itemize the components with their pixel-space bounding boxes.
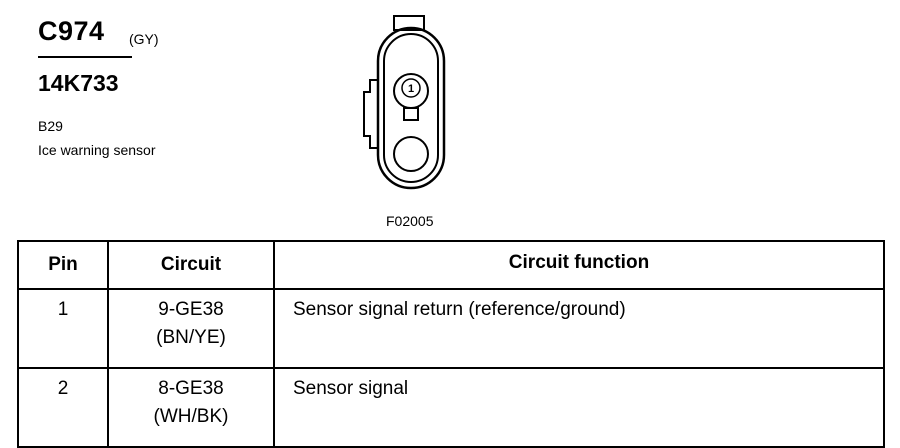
pin-1-label: 1: [408, 83, 414, 95]
connector-drawing: 1: [363, 15, 446, 190]
part-number: 14K733: [38, 70, 119, 96]
header-circuit-function: Circuit function: [273, 240, 885, 290]
pin-number: 2: [17, 367, 109, 448]
connector-side-ribs: [363, 79, 378, 149]
pin-number: 1: [17, 288, 109, 369]
circuit-code: 9-GE38: [158, 299, 224, 320]
pin-table: Pin Circuit Circuit function 1 9-GE38 (B…: [17, 240, 885, 448]
component-id: B29: [38, 118, 63, 134]
circuit-cell: 8-GE38 (WH/BK): [107, 367, 275, 448]
header-circuit: Circuit: [107, 240, 275, 290]
title-rule: [38, 56, 132, 58]
pin-2-cavity: [393, 136, 429, 172]
circuit-cell: 9-GE38 (BN/YE): [107, 288, 275, 369]
component-name: Ice warning sensor: [38, 142, 156, 158]
header-pin: Pin: [17, 240, 109, 290]
circuit-code: 8-GE38: [158, 378, 224, 399]
wire-colors: (WH/BK): [153, 406, 229, 427]
connector-color: (GY): [129, 31, 159, 47]
connector-latch: [393, 15, 425, 31]
table-row: 2 8-GE38 (WH/BK) Sensor signal: [17, 367, 885, 448]
wire-colors: (BN/YE): [156, 327, 226, 348]
table-row: 1 9-GE38 (BN/YE) Sensor signal return (r…: [17, 288, 885, 369]
connector-inner-shell: [383, 33, 439, 183]
connector-outer-shell: [376, 26, 446, 190]
connector-code: C974: [38, 16, 105, 46]
pin-1-terminal: [403, 107, 419, 121]
table-header-row: Pin Circuit Circuit function: [17, 240, 885, 290]
circuit-function: Sensor signal: [273, 367, 885, 448]
pin-1-label-ring: [401, 78, 421, 98]
figure-code: F02005: [386, 213, 434, 229]
circuit-function: Sensor signal return (reference/ground): [273, 288, 885, 369]
